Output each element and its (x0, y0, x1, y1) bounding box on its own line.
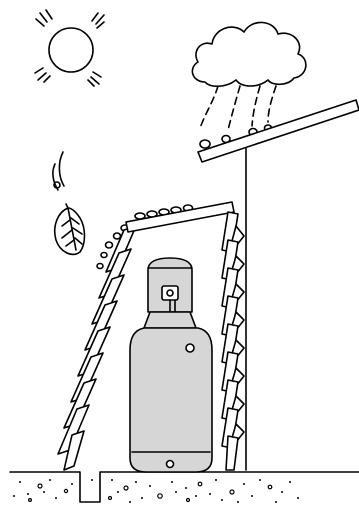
cloud-icon (192, 22, 305, 86)
rain-icon (200, 86, 276, 130)
tank-body (130, 328, 212, 472)
ground-soil (10, 472, 359, 503)
tank-gauge (186, 344, 194, 352)
gas-tank (130, 258, 212, 472)
shelter-left-louvers (58, 226, 136, 470)
wind-icon (53, 152, 64, 190)
shelter-right-louvers (222, 212, 244, 470)
sun-icon (35, 10, 104, 86)
building-roof-overhang (198, 100, 359, 162)
leaf-icon (55, 204, 85, 254)
